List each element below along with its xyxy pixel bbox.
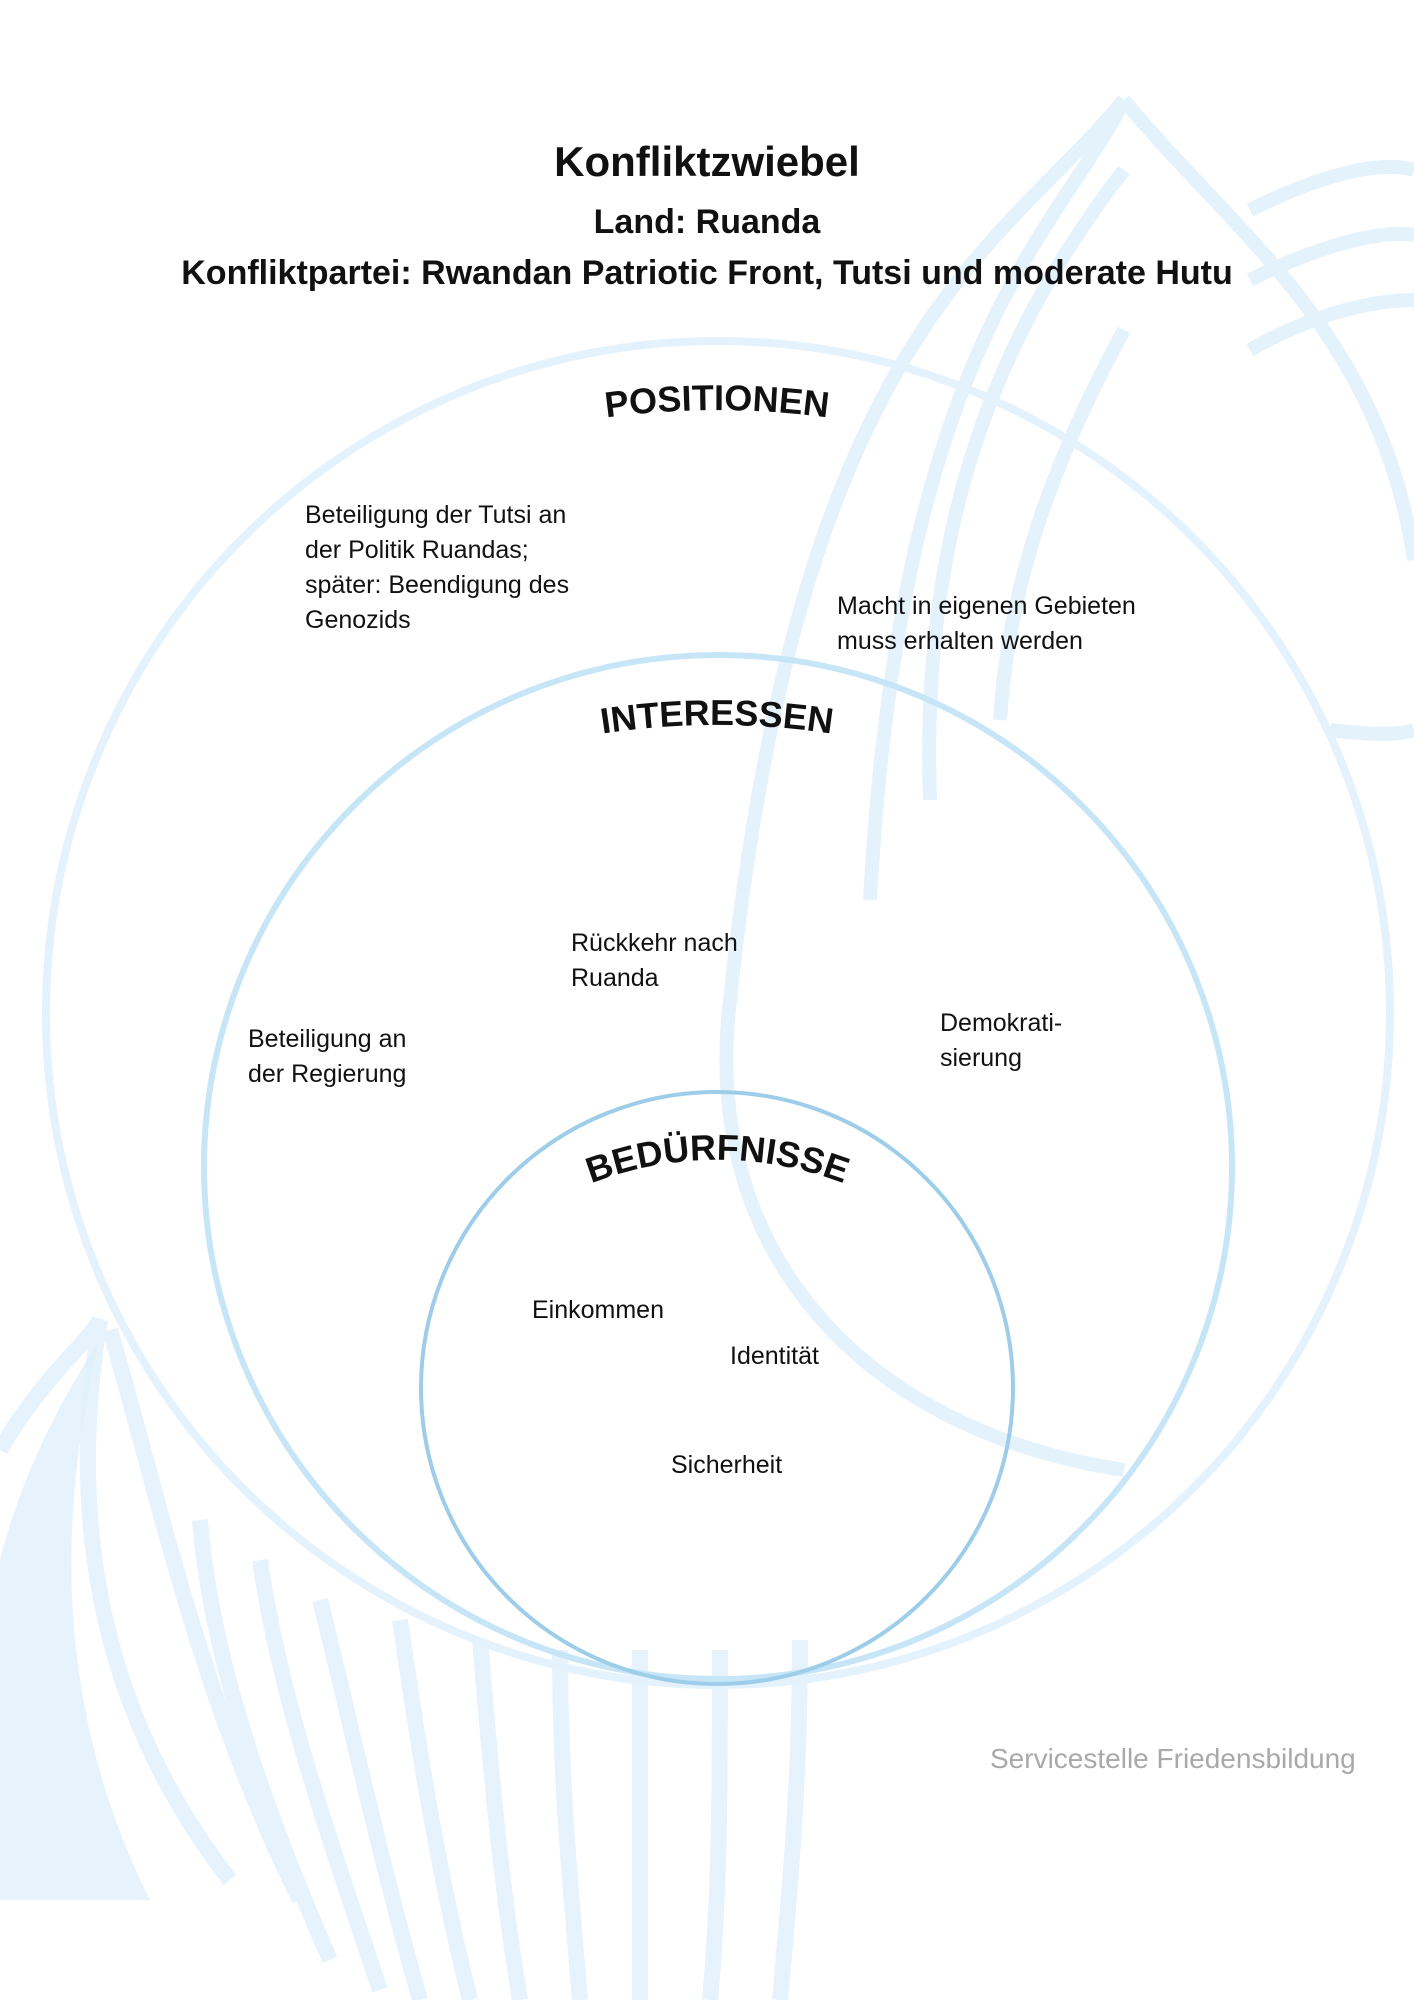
positions-ring-title: POSITIONEN (602, 377, 831, 425)
position-item-participation: Beteiligung der Tutsi an der Politik Rua… (305, 501, 570, 634)
country-label: Land: Ruanda (593, 203, 821, 241)
need-item-security: Sicherheit (671, 1451, 783, 1479)
interest-item-democratization: Demokrati- sierung (940, 1009, 1063, 1072)
need-item-identity: Identität (730, 1342, 819, 1370)
positions-ring (42, 337, 1394, 1689)
need-item-income: Einkommen (532, 1296, 664, 1324)
interest-item-government: Beteiligung an der Regierung (248, 1025, 407, 1088)
interest-item-return: Rückkehr nach Ruanda (571, 929, 738, 992)
interests-ring-title: INTERESSEN (598, 692, 836, 742)
conflict-party-label: Konfliktpartei: Rwandan Patriotic Front,… (181, 254, 1233, 292)
footer-credit: Servicestelle Friedensbildung (990, 1743, 1356, 1774)
interests-ring (201, 652, 1235, 1682)
page-title: Konfliktzwiebel (554, 138, 860, 185)
needs-ring (419, 1090, 1015, 1686)
position-item-power: Macht in eigenen Gebieten muss erhalten … (837, 592, 1136, 655)
needs-ring-title: BEDÜRFNISSE (580, 1127, 854, 1191)
